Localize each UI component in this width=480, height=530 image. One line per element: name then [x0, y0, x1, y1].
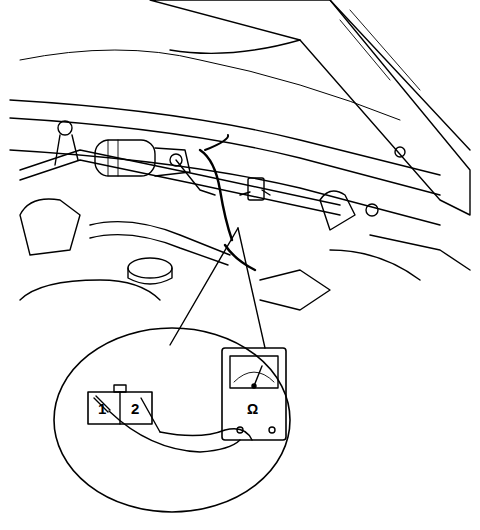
bracket — [260, 270, 330, 310]
motor-wire — [205, 135, 228, 150]
connector-latch — [114, 385, 126, 392]
hose — [90, 235, 228, 265]
ohm-symbol: Ω — [247, 402, 258, 416]
motor-band — [108, 140, 118, 176]
cowl-top — [10, 100, 440, 175]
meter-terminal — [269, 427, 275, 433]
motor-wire — [200, 150, 232, 240]
windshield-edge — [20, 50, 400, 120]
hood-edge — [330, 0, 470, 150]
probe-tip — [141, 398, 160, 432]
strut-tower — [370, 235, 470, 270]
pivot-post — [55, 135, 78, 165]
pin-number: 2 — [131, 401, 139, 416]
meter-dial — [230, 356, 278, 388]
connector-divider — [119, 392, 120, 424]
meter-terminal — [237, 427, 243, 433]
reservoir-cap — [128, 258, 172, 278]
motor-crank — [176, 160, 215, 195]
pin-number: 1 — [98, 401, 106, 416]
wiper-pivot — [58, 121, 72, 135]
hose — [90, 222, 230, 255]
wiper-motor — [95, 140, 155, 176]
test-lead — [160, 429, 252, 440]
harness-connector — [248, 178, 264, 200]
ohmmeter — [222, 348, 286, 440]
reservoir-cap-side — [128, 268, 172, 284]
hose — [330, 250, 420, 280]
fuse-box — [20, 199, 80, 255]
detail-circle — [54, 328, 290, 512]
wiper-pivot-right — [320, 191, 355, 230]
hood-panel — [150, 0, 470, 215]
meter-needle — [254, 366, 262, 386]
hood-line — [340, 10, 420, 90]
meter-scale — [234, 372, 274, 382]
leader-line — [238, 228, 265, 348]
hood-crease — [170, 40, 300, 53]
hood-bolt — [395, 147, 405, 157]
wiper-linkage — [20, 150, 340, 205]
cowl-lower — [10, 118, 440, 195]
pivot-bolt — [366, 204, 378, 216]
needle-pivot — [252, 384, 256, 388]
harness — [225, 245, 255, 270]
connector-face — [88, 392, 152, 424]
connector-wire — [240, 190, 270, 195]
